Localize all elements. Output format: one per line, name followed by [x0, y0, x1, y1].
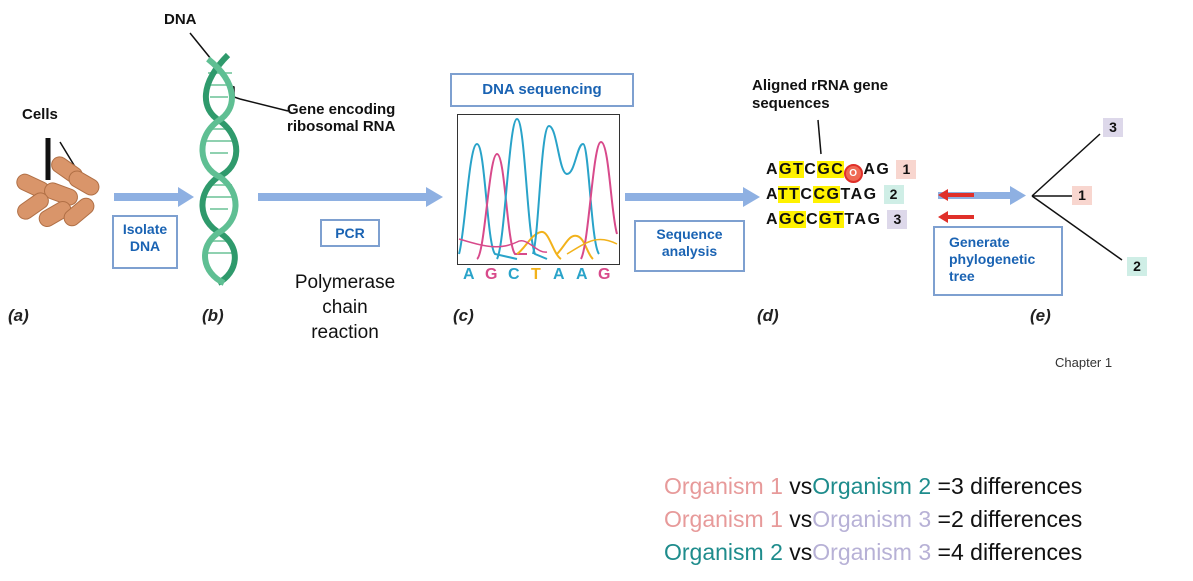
difference-unit: differences	[970, 506, 1083, 532]
equals-sign: =	[937, 473, 951, 499]
tree-leaf-1: 1	[1072, 186, 1092, 205]
cells-illustration	[16, 138, 100, 227]
seq-base: A	[766, 161, 780, 178]
base-label: G	[485, 266, 498, 283]
aligned-line1: Aligned rRNA gene	[752, 77, 889, 94]
seq-highlight: GT	[819, 211, 845, 228]
sequence-line1: Sequence	[656, 226, 723, 242]
cell	[44, 182, 78, 206]
polymerase-line2: chain	[322, 297, 368, 318]
arrow-sequence-analysis	[625, 187, 760, 207]
sequence-line2: analysis	[661, 243, 718, 259]
base-label: T	[531, 266, 541, 283]
comparison-row-2: Organism 1 vsOrganism 3 =2 differences	[664, 506, 1082, 533]
arrow-pcr	[258, 187, 443, 207]
tree-leaf-2: 2	[1127, 257, 1147, 276]
organism-badge-2: 2	[883, 185, 904, 204]
generate-line2: phylogenetic	[949, 251, 1036, 267]
cell	[63, 197, 95, 227]
difference-count: 3	[950, 473, 964, 499]
aligned-sequences-label: Aligned rRNA gene sequences	[752, 77, 888, 113]
dna-helix	[189, 32, 289, 286]
chromatogram	[457, 114, 620, 265]
vs-text: vs	[789, 539, 813, 565]
organism-badge-3: 3	[887, 210, 908, 229]
difference-count: 2	[950, 506, 964, 532]
organism-name: Organism 1	[664, 506, 783, 532]
isolate-dna-step: Isolate DNA	[112, 215, 178, 269]
base-label: A	[576, 266, 588, 283]
seq-base: TAG	[840, 186, 878, 203]
difference-unit: differences	[970, 473, 1083, 499]
seq-highlight: TT	[777, 186, 801, 203]
tree-arrows	[938, 186, 1026, 223]
organism-name: Organism 2	[664, 539, 783, 565]
sequence-analysis-step: Sequence analysis	[634, 220, 745, 272]
cell	[17, 192, 49, 220]
generate-line1: Generate	[949, 234, 1010, 250]
polymerase-line1: Polymerase	[294, 272, 396, 293]
pcr-step: PCR	[320, 219, 380, 247]
cell	[68, 170, 100, 196]
seq-base: C	[804, 161, 818, 178]
seq-highlight: GC	[779, 211, 807, 228]
panel-label-e: (e)	[1030, 306, 1051, 325]
chapter-label: Chapter 1	[1055, 355, 1113, 370]
seq-base: TAG	[844, 211, 882, 228]
isolate-line1: Isolate	[122, 221, 168, 237]
aligned-line2: sequences	[752, 95, 830, 112]
seq-base: AG	[863, 161, 891, 178]
polymerase-line3: reaction	[311, 322, 379, 343]
organism-name: Organism 2	[812, 473, 932, 499]
cells-label: Cells	[22, 106, 58, 123]
polymerase-chain-reaction-label: Polymerase chain reaction	[290, 270, 400, 345]
organism-name: Organism 3	[812, 539, 932, 565]
seq-base: C	[800, 186, 814, 203]
seq-highlight: GC	[817, 161, 845, 178]
cell	[38, 201, 72, 227]
dna-sequencing-step: DNA sequencing	[450, 73, 634, 107]
panel-label-d: (d)	[757, 306, 779, 325]
mutation-marker: O	[844, 164, 864, 183]
difference-unit: differences	[970, 539, 1083, 565]
seq-base: A	[766, 211, 780, 228]
phylogenetic-tree	[1031, 133, 1123, 261]
sequence-row-3: AGCCGTTAG 3	[766, 210, 908, 229]
panel-label-a: (a)	[8, 306, 29, 325]
vs-text: vs	[789, 473, 813, 499]
panel-label-b: (b)	[202, 306, 224, 325]
seq-highlight: GT	[779, 161, 805, 178]
vs-text: vs	[789, 506, 813, 532]
gene-encoding-label: Gene encoding	[287, 101, 396, 118]
organism-badge-1: 1	[896, 160, 917, 179]
seq-highlight: CG	[813, 186, 841, 203]
ribosomal-rna-label: ribosomal RNA	[287, 118, 396, 135]
base-label: G	[598, 266, 611, 283]
tree-leaf-3: 3	[1103, 118, 1123, 137]
base-label: A	[553, 266, 565, 283]
comparison-row-3: Organism 2 vsOrganism 3 =4 differences	[664, 539, 1082, 566]
generate-line3: tree	[949, 268, 975, 284]
base-label: C	[508, 266, 520, 283]
dna-label: DNA	[164, 11, 197, 28]
generate-tree-step: Generate phylogenetic tree	[933, 226, 1063, 296]
equals-sign: =	[937, 506, 951, 532]
organism-name: Organism 1	[664, 473, 783, 499]
panel-label-c: (c)	[453, 306, 474, 325]
comparison-row-1: Organism 1 vsOrganism 2 =3 differences	[664, 473, 1082, 500]
isolate-line2: DNA	[129, 238, 161, 254]
organism-name: Organism 3	[812, 506, 932, 532]
sequence-row-2: ATTCCGTAG 2	[766, 185, 904, 204]
base-label: A	[463, 266, 475, 283]
aligned-pointer-line	[817, 119, 822, 155]
seq-base: A	[766, 186, 778, 203]
arrow-isolate	[114, 187, 194, 207]
difference-count: 4	[950, 539, 964, 565]
equals-sign: =	[937, 539, 951, 565]
seq-base: C	[806, 211, 820, 228]
